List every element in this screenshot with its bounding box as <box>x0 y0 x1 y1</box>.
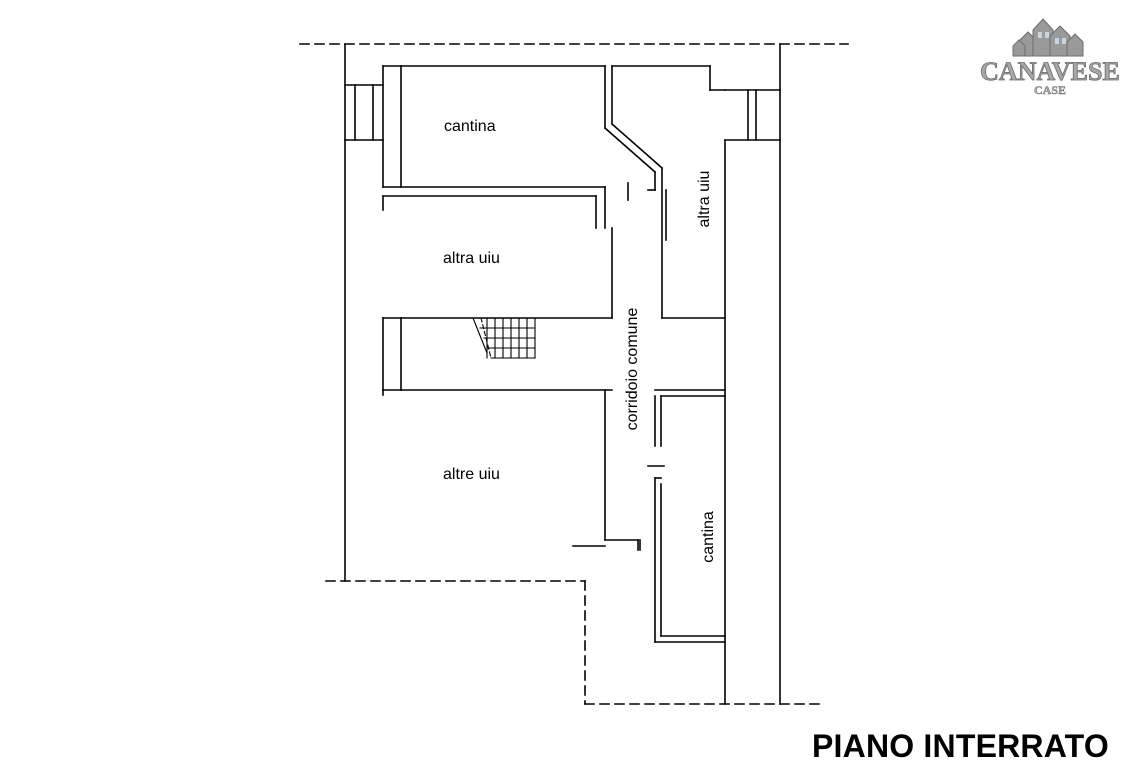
houses-icon: CANAVESE CASE <box>980 18 1120 97</box>
property-boundary-dashed <box>299 43 849 705</box>
altre-uiu-walls <box>382 389 639 551</box>
stair-block-walls <box>382 317 613 391</box>
canavese-logo: CANAVESE CASE <box>975 14 1125 99</box>
stairs <box>472 317 536 359</box>
door-marks <box>627 182 665 467</box>
room-label-cantina-bottom: cantina <box>700 511 717 563</box>
logo-text-case: CASE <box>1034 83 1066 97</box>
room-label-altra-uiu-left: altra uiu <box>443 250 500 267</box>
room-label-cantina-top: cantina <box>444 118 496 135</box>
room-label-corridoio-comune: corridoio comune <box>624 307 641 431</box>
cantina-bottom-walls <box>639 389 726 643</box>
window-left <box>344 84 384 141</box>
window-right <box>724 89 781 141</box>
plan-title: PIANO INTERRATO <box>812 728 1109 764</box>
logo-text-canavese: CANAVESE <box>980 57 1120 86</box>
outer-walls <box>344 43 781 705</box>
altra-uiu-right-walls <box>610 65 726 319</box>
altra-uiu-left-walls <box>382 195 613 319</box>
room-label-altre-uiu: altre uiu <box>443 466 500 483</box>
room-label-altra-uiu-right: altra uiu <box>696 170 713 228</box>
cantina-top-walls <box>382 65 657 229</box>
